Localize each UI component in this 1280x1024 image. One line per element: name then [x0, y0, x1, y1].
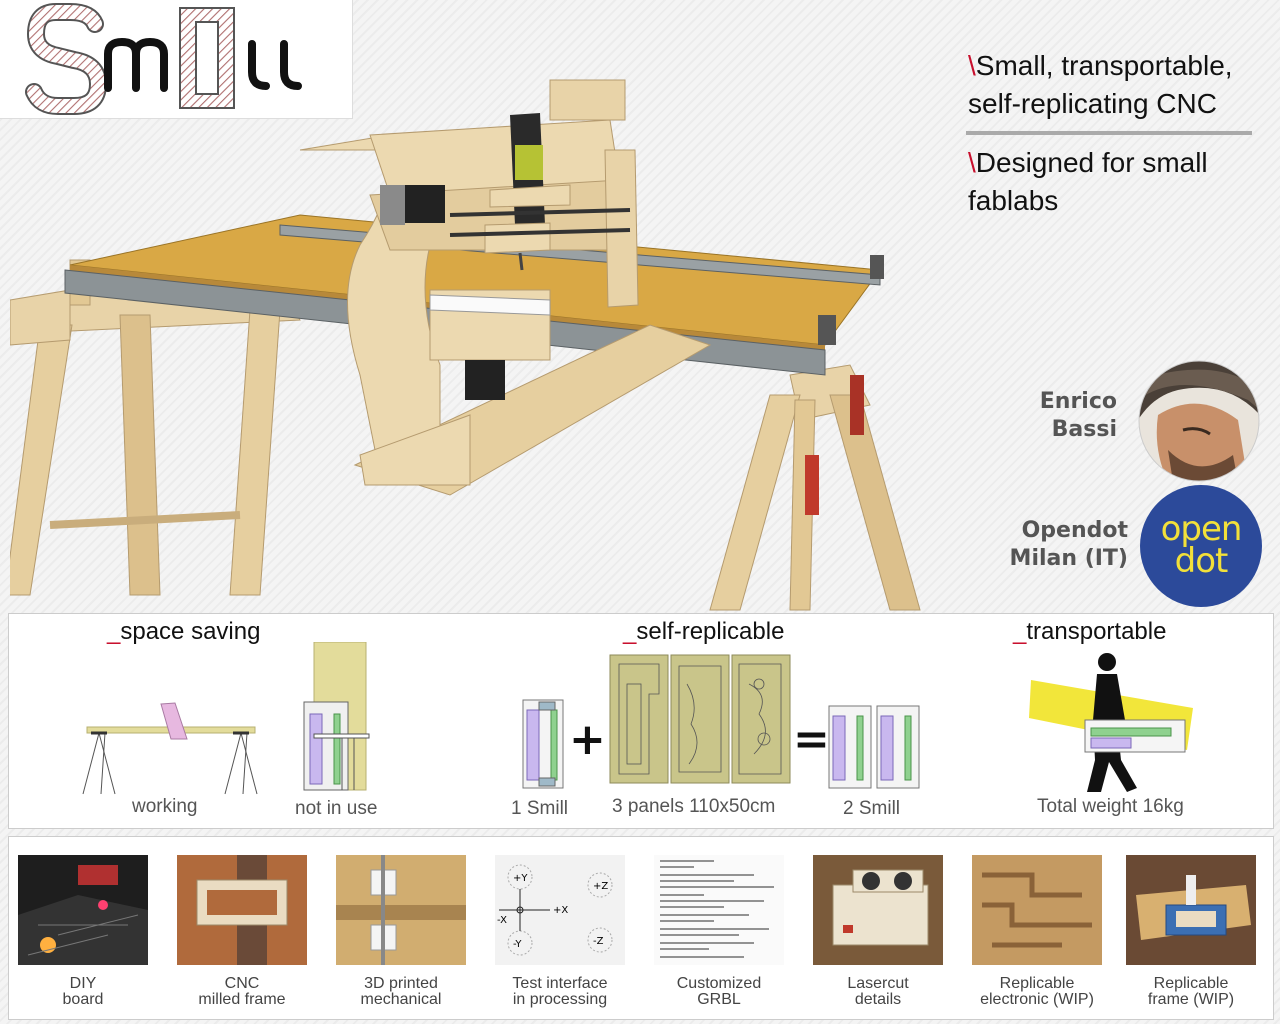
tagline-1-line-a: Small, transportable, [975, 50, 1233, 81]
sawhorse-right [709, 364, 921, 611]
author-last-name: Bassi [1051, 417, 1117, 442]
tagline-marker: \ [968, 147, 976, 178]
gallery-caption: DIY board [8, 976, 158, 1008]
smill-logo [25, 3, 302, 115]
feature-marker: _ [1013, 618, 1027, 645]
tagline-divider [966, 131, 1252, 135]
sawhorse-left [10, 259, 301, 596]
label-z-plus: +Z [593, 881, 608, 892]
gallery-caption-line1: Lasercut [847, 975, 909, 992]
feature-title-space-saving: _space saving [107, 618, 260, 646]
org-name: Opendot Milan (IT) [990, 517, 1128, 573]
plus-sign: + [569, 714, 606, 765]
equals-sign: = [793, 714, 830, 765]
feature-title-self-replicable: _self-replicable [623, 618, 784, 646]
smill-side-diagram [522, 699, 564, 789]
tagline-1-line-b: self-replicating CNC [968, 88, 1217, 119]
gallery-caption-line2: milled frame [198, 991, 286, 1008]
gallery-caption-line1: Test interface [512, 975, 608, 992]
gallery-caption-line1: CNC [224, 975, 260, 992]
gallery-caption-line2: frame (WIP) [1147, 991, 1235, 1008]
gallery-caption: 3D printed mechanical [326, 976, 476, 1008]
gallery-caption-line2: GRBL [697, 991, 741, 1008]
panel-sheet [731, 654, 791, 784]
opendot-logo-bottom: dot [1174, 541, 1229, 581]
author-photo [1138, 360, 1260, 482]
sawhorse-diagram [82, 702, 258, 795]
features-panel: _space saving working not in use _self-r… [8, 613, 1274, 829]
panel-sheet [670, 654, 730, 784]
org-location: Milan (IT) [1009, 546, 1128, 571]
thumb-customized-grbl [654, 855, 784, 965]
gallery-caption: Lasercut details [803, 976, 953, 1008]
author-name: Enrico Bassi [980, 388, 1117, 444]
thumb-test-interface: +Y -X +X -Y +Z -Z [495, 855, 625, 965]
two-smill-diagram [828, 705, 920, 789]
gallery-caption: Customized GRBL [644, 976, 794, 1008]
caption-working: working [132, 796, 198, 817]
thumb-cnc-milled-frame [177, 855, 307, 965]
stepper-motor [465, 360, 505, 400]
caption-weight: Total weight 16kg [1037, 796, 1184, 817]
gallery-caption: Test interface in processing [485, 976, 635, 1008]
gallery-caption: Replicable electronic (WIP) [962, 976, 1112, 1008]
panel-sheets [609, 654, 791, 784]
gallery-caption-line2: board [62, 991, 104, 1008]
caption-panels: 3 panels 110x50cm [612, 796, 776, 817]
label-z-minus: -Z [593, 936, 604, 947]
author-first-name: Enrico [1039, 389, 1117, 414]
tagline-marker: \ [968, 50, 976, 81]
label-x-minus: -X [497, 915, 507, 926]
gallery-caption: Replicable frame (WIP) [1116, 976, 1266, 1008]
label-x-plus: +X [553, 905, 568, 916]
gallery-caption-line2: mechanical [360, 991, 442, 1008]
label-y-plus: +Y [513, 873, 528, 884]
feature-marker: _ [623, 618, 637, 645]
feature-marker: _ [107, 618, 121, 645]
thumb-3d-printed-mechanical [336, 855, 466, 965]
cnc-machine-photo [10, 79, 921, 611]
thumb-diy-board [18, 855, 148, 965]
gallery-caption-line2: in processing [512, 991, 608, 1008]
gallery-caption-line1: Replicable [999, 975, 1075, 992]
thumb-replicable-frame [1126, 855, 1256, 965]
gallery-caption: CNC milled frame [167, 976, 317, 1008]
feature-title-transportable: _transportable [1013, 618, 1166, 646]
logo-box [0, 0, 353, 119]
caption-two-smill: 2 Smill [843, 798, 901, 819]
org-name-text: Opendot [1021, 518, 1128, 543]
tagline-2-line-a: Designed for small [975, 147, 1208, 178]
gallery-caption-line2: electronic (WIP) [980, 991, 1094, 1008]
electronics-box [549, 79, 626, 121]
not-in-use-diagram [303, 642, 370, 791]
caption-not-in-use: not in use [295, 798, 378, 819]
thumb-lasercut-details [813, 855, 943, 965]
gallery-caption-line1: DIY [69, 975, 97, 992]
tagline-2-line-b: fablabs [968, 185, 1059, 216]
tagline-1: \Small, transportable, self-replicating … [968, 47, 1268, 123]
feature-title-text: space saving [120, 618, 261, 645]
caption-one-smill: 1 Smill [511, 798, 569, 819]
opendot-logo-top: open [1160, 509, 1243, 549]
feature-title-text: transportable [1026, 618, 1167, 645]
gallery-caption-line1: Customized [676, 975, 762, 992]
gallery-caption-line2: details [854, 991, 902, 1008]
panel-sheet [609, 654, 669, 784]
opendot-logo: open dot [1140, 485, 1262, 607]
gallery-caption-line1: 3D printed [364, 975, 438, 992]
thumb-replicable-electronic [972, 855, 1102, 965]
label-y-minus: -Y [513, 939, 522, 950]
gallery-caption-line1: Replicable [1153, 975, 1229, 992]
feature-title-text: self-replicable [636, 618, 785, 645]
gallery-panel: +Y -X +X -Y +Z -Z [8, 836, 1274, 1020]
walking-person-silhouette [1029, 653, 1193, 792]
tagline-2: \Designed for small fablabs [968, 144, 1268, 220]
